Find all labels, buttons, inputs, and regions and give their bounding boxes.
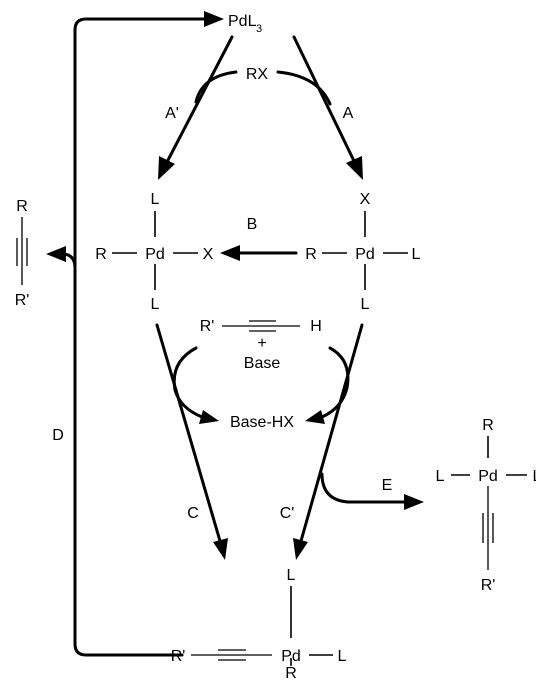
complex-left-left: R — [95, 246, 107, 263]
complex-left-bottom: L — [151, 296, 160, 313]
complex-side-top: R — [482, 417, 494, 434]
complex-side-left: L — [436, 468, 445, 485]
product-alkyne-bottom: R' — [15, 292, 30, 309]
complex-right: X R Pd L L — [305, 191, 420, 313]
arrow-step-a — [292, 35, 363, 180]
complex-side-right: L — [533, 468, 536, 485]
complex-bottom-left: R' — [171, 648, 186, 665]
complex-bottom-right: L — [338, 648, 347, 665]
complex-side: R L Pd L R' — [436, 417, 536, 594]
complex-bottom-metal: Pd — [281, 648, 301, 665]
rx-entry-curve — [194, 70, 332, 106]
byproduct-base-hx: Base-HX — [230, 414, 294, 431]
alkyne-reagent: R' H + Base — [200, 318, 322, 372]
arrow-step-b — [220, 245, 298, 261]
complex-left-right: X — [203, 246, 214, 263]
complex-bottom-triple-bond — [191, 649, 272, 661]
alkyne-join-arrowhead-right — [305, 410, 325, 424]
complex-bottom-bottom: R — [285, 665, 297, 681]
arrow-step-c-prime — [293, 323, 364, 560]
reagent-rx: RX — [246, 66, 269, 83]
complex-side-metal: Pd — [478, 468, 498, 485]
alkyne-reagent-right: H — [310, 318, 322, 335]
alkyne-reagent-base: Base — [244, 355, 281, 372]
step-label-c: C — [187, 505, 199, 522]
complex-left-top: L — [151, 191, 160, 208]
complex-right-top: X — [360, 191, 371, 208]
step-label-a: A — [343, 105, 354, 122]
complex-left-metal: Pd — [145, 246, 165, 263]
arrow-step-a-prime — [158, 35, 234, 180]
arrow-step-d — [46, 11, 224, 657]
complex-side-bottom: R' — [481, 577, 496, 594]
product-alkyne: R R' — [15, 198, 30, 309]
alkyne-reagent-plus: + — [257, 335, 266, 352]
complex-right-right: L — [412, 246, 421, 263]
complex-right-bottom: L — [361, 296, 370, 313]
catalyst-subscript: 3 — [256, 23, 262, 35]
catalyst-pdl3: PdL 3 — [228, 13, 262, 35]
alkyne-reagent-left: R' — [200, 318, 215, 335]
step-label-e: E — [382, 477, 393, 494]
complex-right-left: R — [305, 246, 317, 263]
step-label-d: D — [52, 427, 64, 444]
alkyne-join-arrowhead-left — [199, 410, 219, 424]
step-label-a-prime: A' — [165, 105, 179, 122]
step-label-b: B — [247, 216, 258, 233]
complex-right-metal: Pd — [355, 246, 375, 263]
catalyst-label: PdL — [228, 13, 257, 30]
alkyne-join-curve-right — [320, 346, 350, 419]
complex-bottom-top: L — [287, 567, 296, 584]
arrow-step-c — [155, 323, 228, 560]
step-label-c-prime: C' — [280, 505, 295, 522]
alkyne-join-curve-left — [172, 346, 204, 419]
complex-side-triple-bond — [482, 486, 494, 570]
product-alkyne-top: R — [16, 198, 28, 215]
alkyne-triple-bond — [222, 320, 300, 332]
complex-left: L R Pd X L — [95, 191, 213, 313]
complex-bottom: L R' Pd L R — [171, 567, 347, 681]
arrow-step-e — [320, 472, 424, 510]
